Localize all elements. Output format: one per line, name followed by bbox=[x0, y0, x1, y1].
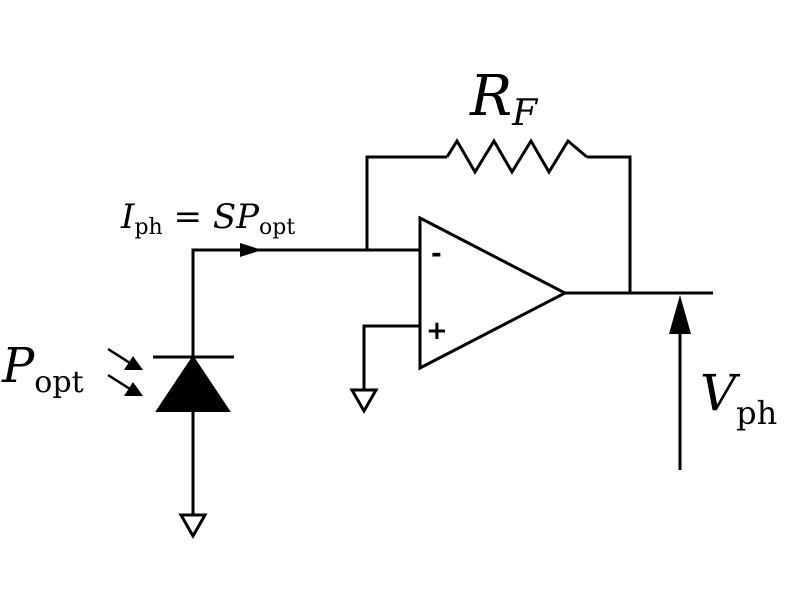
photocurrent-label: Iph = SPopt bbox=[120, 197, 295, 240]
output-voltage-label: Vph bbox=[700, 364, 777, 432]
feedback-wire bbox=[365, 155, 447, 250]
output-voltage-arrow-head bbox=[669, 295, 691, 334]
feedback-resistor bbox=[445, 138, 588, 175]
input-wire bbox=[191, 248, 420, 357]
ground-symbol-photodiode bbox=[178, 513, 208, 540]
current-direction-arrow bbox=[240, 243, 262, 257]
feedback-resistor-label: RF bbox=[469, 64, 539, 134]
op-amp-triangle bbox=[418, 215, 569, 371]
ground-symbol-opamp bbox=[349, 388, 379, 415]
opamp-noninverting-label: + bbox=[426, 316, 448, 346]
photodiode-triangle bbox=[155, 355, 231, 412]
light-arrows bbox=[107, 347, 143, 396]
feedback-return-wire bbox=[587, 155, 632, 293]
optical-power-label: Popt bbox=[1, 338, 84, 400]
noninverting-ground-wire bbox=[362, 324, 420, 390]
opamp-inverting-label: - bbox=[431, 239, 442, 269]
